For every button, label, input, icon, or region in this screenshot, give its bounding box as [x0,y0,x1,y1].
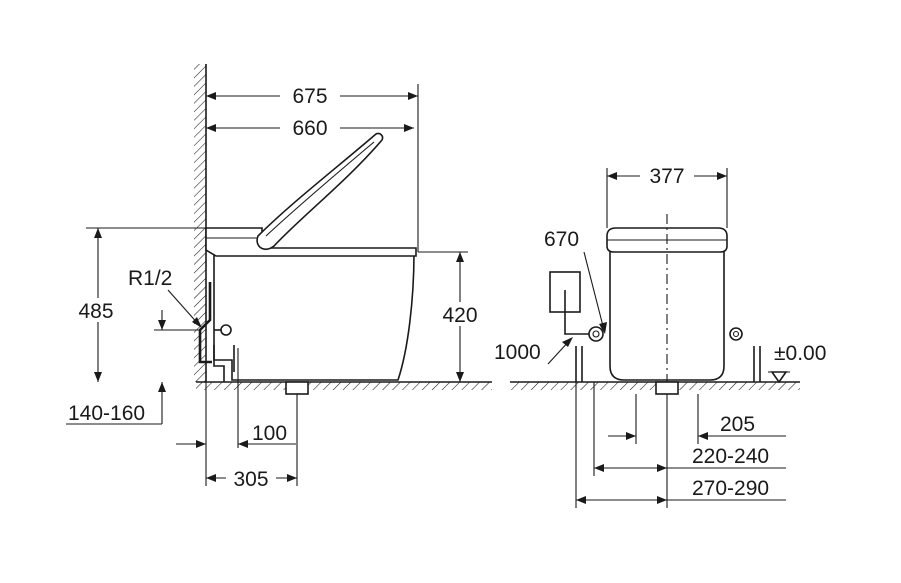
front-drain-stub [655,381,679,395]
wall-hatch [194,64,206,382]
label-100: 100 [252,422,287,445]
right-valve [729,327,743,341]
drain-stub [285,381,309,395]
lid [256,132,384,251]
floor-hatch-side [196,382,492,390]
bowl-body [210,251,415,381]
label-r12: R1/2 [128,267,172,290]
power-cable [564,290,590,335]
label-1000: 1000 [494,341,541,364]
label-305: 305 [233,468,268,491]
seat [205,227,417,257]
label-420: 420 [442,304,477,327]
label-377: 377 [649,165,684,188]
floor-hatch-front [510,382,800,390]
drain-pipe [213,345,225,382]
side-view: 675 660 485 420 R1/2 140-160 [66,64,492,491]
label-670: 670 [544,228,579,251]
front-view: 377 670 1000 ±0.00 205 220-240 [494,164,826,508]
label-205: 205 [720,413,755,436]
level-marker [770,371,788,384]
label-660: 660 [292,117,327,140]
label-485: 485 [78,300,113,323]
label-220-240: 220-240 [692,445,769,468]
label-270-290: 270-290 [692,477,769,500]
left-valve [588,326,604,342]
leader-670 [583,251,605,331]
valve [220,324,232,336]
label-140-160: 140-160 [68,402,145,425]
label-floor-level: ±0.00 [774,342,826,365]
label-675: 675 [292,85,327,108]
